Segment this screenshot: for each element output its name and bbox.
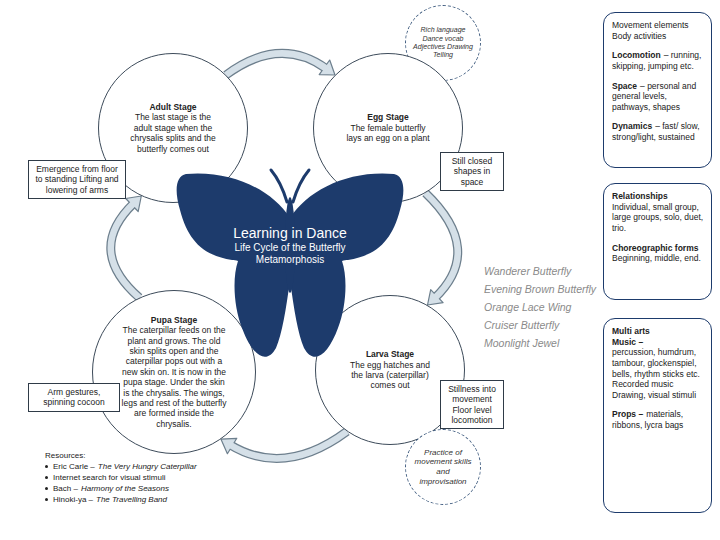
- arrow-outline: [226, 53, 327, 75]
- bullet: [45, 476, 48, 479]
- species-name: Evening Brown Butterfly: [484, 280, 596, 298]
- text-group: Larva StageThe egg hatches and the larva…: [346, 349, 434, 390]
- panel-text: Beginning, middle, end.: [612, 253, 701, 263]
- panel-heading: Dynamics: [612, 121, 652, 131]
- species-name: Orange Lace Wing: [484, 298, 596, 316]
- movement-box: Still closed shapes in space: [440, 152, 504, 191]
- body-text: The egg hatches and the larva (caterpill…: [346, 360, 434, 391]
- panel-heading: Music –: [612, 337, 643, 347]
- paragraph: Music –: [612, 337, 705, 348]
- info-panel: Multi artsMusic –percussion, humdrum, ta…: [603, 318, 712, 513]
- butterfly-shape: Learning in DanceLife Cycle of the Butte…: [172, 160, 408, 375]
- stage-heading: Larva Stage: [346, 349, 434, 359]
- diagram-subtitle: Life Cycle of the Butterfly Metamorphosi…: [205, 242, 375, 266]
- resource-text: Hinoki-ya –: [53, 495, 93, 504]
- panel-heading: Space: [612, 81, 637, 91]
- panel-text: percussion, humdrum, tambour, glockenspi…: [612, 347, 700, 400]
- resource-text: Harmony of the Seasons: [81, 484, 169, 493]
- box-text: Stillness into movement Floor level loco…: [445, 384, 499, 425]
- panel-text: Movement elements Body activities: [612, 20, 689, 41]
- list-item: Hinoki-ya –The Travelling Band: [45, 494, 197, 505]
- resource-text: Eric Carle –: [53, 462, 95, 471]
- body-text: Practice of movement skills and improvis…: [413, 448, 473, 486]
- box-text: Still closed shapes in space: [445, 156, 499, 187]
- arrow-outline: [426, 193, 458, 298]
- arrow-outline: [230, 431, 348, 458]
- paragraph: Individual, small group, large groups, s…: [612, 202, 705, 234]
- body-text: The caterpillar feeds on the plant and g…: [121, 325, 227, 429]
- arrow-fill: [426, 193, 458, 298]
- list-item: Eric Carle –The Very Hungry Caterpillar: [45, 461, 197, 472]
- paragraph: Locomotion– running, skipping, jumping e…: [612, 50, 705, 71]
- species-name: Cruiser Butterfly: [484, 316, 596, 334]
- paragraph: Relationships: [612, 191, 705, 202]
- arrow-outline: [111, 203, 140, 298]
- butterfly-outline: [172, 160, 408, 375]
- list-item: Internet search for visual stimuli: [45, 472, 197, 483]
- info-panel: Movement elements Body activitiesLocomot…: [603, 12, 712, 168]
- text-group: Adult StageThe last stage is the adult s…: [125, 102, 221, 154]
- panel-text: Individual, small group, large groups, s…: [612, 202, 703, 233]
- panel-heading: Locomotion: [612, 50, 661, 60]
- diagram-title: Learning in Dance: [205, 224, 375, 242]
- species-name: Wanderer Butterfly: [484, 262, 596, 280]
- box-text: Arm gestures, spinning cocoon: [33, 387, 115, 408]
- panel-heading: Choreographic forms: [612, 243, 698, 253]
- list-item: Bach –Harmony of the Seasons: [45, 483, 197, 494]
- species-list: Wanderer ButterflyEvening Brown Butterfl…: [484, 262, 596, 352]
- text-group: Pupa StageThe caterpillar feeds on the p…: [121, 315, 227, 429]
- bullet: [45, 487, 48, 490]
- bullet: [45, 498, 48, 501]
- paragraph: Beginning, middle, end.: [612, 253, 705, 264]
- text-group: Egg StageThe female butterfly lays an eg…: [344, 112, 432, 143]
- cycle-arrow: [221, 431, 347, 458]
- body-text: The female butterfly lays an egg on a pl…: [344, 123, 432, 144]
- resource-text: Bach –: [53, 484, 78, 493]
- arrow-fill: [230, 431, 348, 458]
- note-bubble: Practice of movement skills and improvis…: [405, 429, 481, 505]
- paragraph: Space– personal and general levels, path…: [612, 81, 705, 113]
- stage-heading: Egg Stage: [344, 112, 432, 122]
- resource-text: The Very Hungry Caterpillar: [98, 462, 197, 471]
- movement-box: Stillness into movement Floor level loco…: [440, 380, 504, 429]
- text-group: Practice of movement skills and improvis…: [413, 448, 473, 486]
- stage-heading: Adult Stage: [125, 102, 221, 112]
- panel-heading: Relationships: [612, 191, 668, 201]
- paragraph: Props –materials, ribbons, lycra bags: [612, 409, 705, 430]
- arrow-fill: [111, 203, 140, 298]
- body-text: Rich language Dance vocab Adjectives Dra…: [410, 26, 476, 60]
- resources-list: Resources:Eric Carle –The Very Hungry Ca…: [45, 450, 197, 505]
- title-group: Learning in DanceLife Cycle of the Butte…: [205, 224, 375, 266]
- body-text: The last stage is the adult stage when t…: [125, 112, 221, 153]
- species-name: Moonlight Jewel: [484, 334, 596, 352]
- paragraph: Movement elements Body activities: [612, 20, 705, 41]
- resource-text: Internet search for visual stimuli: [53, 473, 166, 482]
- panel-heading: Props –: [612, 409, 643, 419]
- paragraph: percussion, humdrum, tambour, glockenspi…: [612, 347, 705, 400]
- movement-box: Emergence from floor to standing Lifting…: [28, 160, 126, 199]
- cycle-arrow: [226, 53, 335, 75]
- stage-circle: Pupa StageThe caterpillar feeds on the p…: [92, 290, 256, 454]
- paragraph: Dynamics– fast/ slow, strong/light, sust…: [612, 121, 705, 142]
- movement-box: Arm gestures, spinning cocoon: [28, 383, 120, 412]
- arrow-fill: [226, 53, 327, 75]
- panel-heading: Multi arts: [612, 326, 650, 336]
- box-text: Emergence from floor to standing Lifting…: [33, 164, 121, 195]
- list-heading: Resources:: [45, 450, 197, 461]
- paragraph: Multi arts: [612, 326, 705, 337]
- stage-heading: Pupa Stage: [121, 315, 227, 325]
- info-panel: RelationshipsIndividual, small group, la…: [603, 183, 712, 300]
- resource-text: The Travelling Band: [96, 495, 167, 504]
- cycle-arrow: [426, 193, 458, 305]
- bullet: [45, 465, 48, 468]
- paragraph: Choreographic forms: [612, 243, 705, 254]
- cycle-arrow: [111, 196, 142, 298]
- text-group: Rich language Dance vocab Adjectives Dra…: [410, 26, 476, 60]
